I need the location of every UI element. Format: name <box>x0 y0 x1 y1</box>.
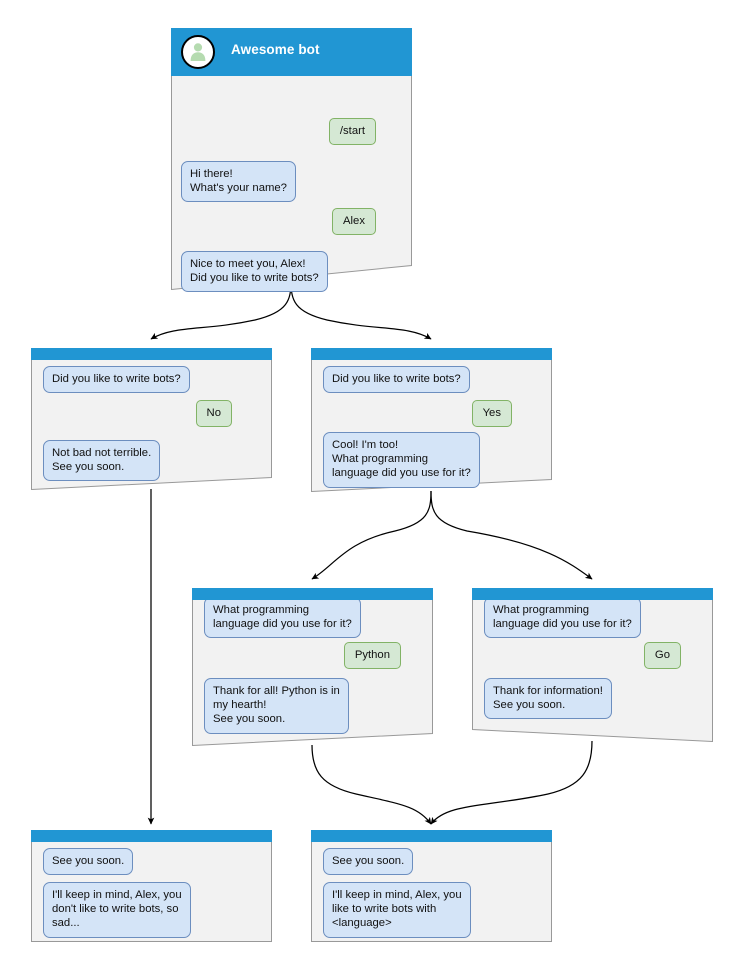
message-bubble[interactable]: See you soon. <box>323 848 414 876</box>
message-chip[interactable]: Python <box>343 642 401 670</box>
edge-go-to-end-happy <box>430 740 593 825</box>
node-answer-no[interactable]: Did you like to write bots? No Not bad n… <box>31 348 272 490</box>
edge-python-to-end-happy <box>311 744 432 825</box>
message-bubble[interactable]: I'll keep in mind, Alex, you like to wri… <box>323 882 471 938</box>
message-chip[interactable]: /start <box>328 118 376 146</box>
message-bubble[interactable]: Cool! I'm too! What programming language… <box>323 432 480 488</box>
node-answer-go[interactable]: What programming language did you use fo… <box>472 588 713 742</box>
edge-yes-to-go <box>430 490 593 580</box>
message-bubble[interactable]: What programming language did you use fo… <box>484 597 641 639</box>
message-bubble[interactable]: What programming language did you use fo… <box>204 597 361 639</box>
node-start-messages: /start Hi there! What's your name? Alex … <box>171 76 412 293</box>
message-bubble[interactable]: See you soon. <box>43 848 134 876</box>
node-answer-python-header <box>192 588 433 600</box>
message-bubble[interactable]: Did you like to write bots? <box>43 366 190 394</box>
message-bubble[interactable]: Did you like to write bots? <box>323 366 470 394</box>
message-chip[interactable]: Yes <box>471 400 512 428</box>
message-bubble[interactable]: I'll keep in mind, Alex, you don't like … <box>43 882 191 938</box>
node-start-title: Awesome bot <box>231 42 320 57</box>
person-avatar-icon <box>181 35 215 69</box>
node-start[interactable]: Awesome bot /start Hi there! What's your… <box>171 28 412 293</box>
message-chip[interactable]: Alex <box>332 208 376 236</box>
message-bubble[interactable]: Thank for information! See you soon. <box>484 678 612 720</box>
node-end-sad-header <box>31 830 272 842</box>
node-answer-yes[interactable]: Did you like to write bots? Yes Cool! I'… <box>311 348 552 492</box>
node-answer-yes-messages: Did you like to write bots? Yes Cool! I'… <box>311 360 552 492</box>
node-answer-python-messages: Python Thank for all! Python is in my he… <box>192 600 433 746</box>
message-bubble[interactable]: Thank for all! Python is in my hearth! S… <box>204 678 349 734</box>
message-chip[interactable]: Go <box>643 642 681 670</box>
node-answer-python[interactable]: What programming language did you use fo… <box>192 588 433 746</box>
edge-yes-to-python <box>311 490 432 580</box>
message-chip[interactable]: No <box>195 400 232 428</box>
node-end-happy-header <box>311 830 552 842</box>
node-end-sad[interactable]: See you soon. I'll keep in mind, Alex, y… <box>31 830 272 942</box>
node-answer-no-messages: Did you like to write bots? No Not bad n… <box>31 360 272 490</box>
node-answer-yes-header <box>311 348 552 360</box>
message-bubble[interactable]: Hi there! What's your name? <box>181 161 296 203</box>
node-end-happy[interactable]: See you soon. I'll keep in mind, Alex, y… <box>311 830 552 942</box>
node-end-sad-messages: See you soon. I'll keep in mind, Alex, y… <box>31 842 272 942</box>
node-answer-go-messages: Go Thank for information! See you soon. <box>472 600 713 742</box>
message-bubble[interactable]: Not bad not terrible. See you soon. <box>43 440 161 482</box>
node-answer-no-header <box>31 348 272 360</box>
node-answer-go-header <box>472 588 713 600</box>
message-bubble[interactable]: Nice to meet you, Alex! Did you like to … <box>181 251 328 293</box>
node-end-happy-messages: See you soon. I'll keep in mind, Alex, y… <box>311 842 552 942</box>
